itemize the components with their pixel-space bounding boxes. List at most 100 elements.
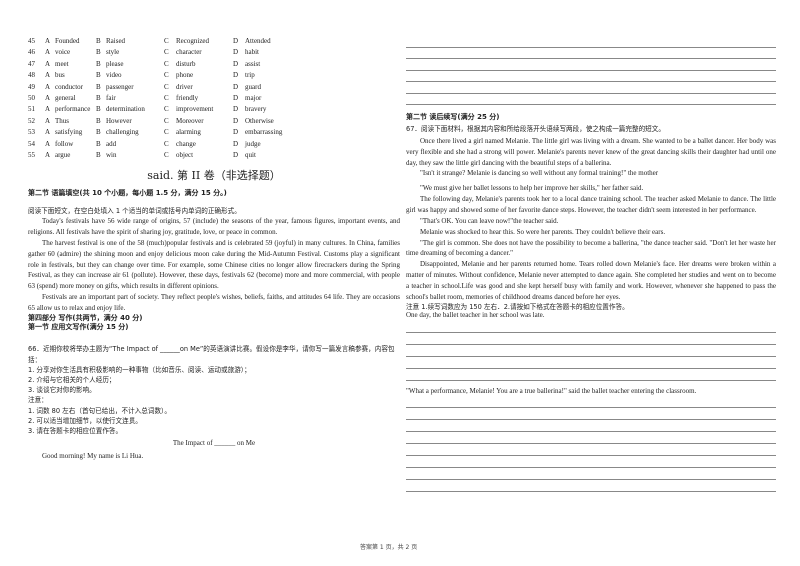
option-letter: B	[96, 59, 101, 68]
answer-line[interactable]	[406, 466, 776, 468]
option-letter: B	[96, 94, 101, 103]
story-paragraph: Disappointed, Melanie and her parents re…	[406, 260, 776, 301]
option-letter: D	[233, 105, 239, 114]
question-number: 55	[28, 150, 35, 159]
option-letter: C	[164, 116, 169, 125]
volume-title: said. 第 II 卷（非选择题）	[147, 169, 281, 183]
task66-point: 3. 谈谈它对你的影响。	[28, 386, 96, 395]
option-letter: B	[96, 139, 101, 148]
option-c: disturb	[176, 59, 196, 68]
question-number: 50	[28, 94, 35, 103]
paragraph1-start: One day, the ballet teacher in her schoo…	[406, 311, 545, 320]
option-letter: C	[164, 48, 169, 57]
option-d: habit	[245, 48, 259, 57]
answer-line[interactable]	[406, 331, 776, 333]
option-b: challenging	[106, 128, 139, 137]
option-letter: B	[96, 116, 101, 125]
option-b: add	[106, 139, 117, 148]
answer-line[interactable]	[406, 81, 776, 82]
option-b: Raised	[106, 37, 126, 46]
cloze-paragraph: Today's festivals have 56 wide range of …	[28, 217, 400, 237]
answer-line[interactable]	[406, 379, 776, 381]
story-paragraph: "Isn't it strange? Melanie is dancing so…	[420, 169, 659, 178]
speech-title: The Impact of ______ on Me	[172, 439, 256, 448]
option-letter: D	[233, 48, 239, 57]
answer-line[interactable]	[406, 69, 776, 71]
option-c: phone	[176, 71, 194, 80]
part4-title: 第四部分 写作(共两节，满分 40 分)	[28, 313, 143, 322]
option-a: Founded	[55, 37, 80, 46]
option-letter: D	[233, 37, 239, 46]
answer-line[interactable]	[406, 355, 776, 357]
option-a: bus	[55, 71, 65, 80]
option-letter: B	[96, 37, 101, 46]
option-letter: A	[45, 71, 51, 80]
option-a: general	[55, 94, 76, 103]
answer-lines-bottom	[406, 406, 776, 492]
answer-line[interactable]	[406, 104, 776, 105]
option-letter: A	[45, 82, 51, 91]
option-c: driver	[176, 82, 193, 91]
note-item: 2. 可以适当增加细节，以使行文连贯。	[28, 416, 142, 425]
note-item: 3. 请在答题卡的相应位置作答。	[28, 427, 123, 436]
option-letter: D	[233, 59, 239, 68]
option-c: improvement	[176, 105, 214, 114]
cloze-paragraph: Festivals are an important part of socie…	[28, 293, 400, 312]
right-column: 第二节 读后续写(满分 25 分) 67．阅读下面材料，根据其内容和所给段落开头…	[406, 36, 776, 492]
story-passage: Once there lived a girl named Melanie. T…	[406, 136, 776, 303]
option-c: Moreover	[176, 116, 204, 125]
option-c: character	[176, 48, 202, 57]
option-letter: A	[45, 150, 51, 159]
answer-line[interactable]	[406, 92, 776, 94]
answer-line[interactable]	[406, 406, 776, 408]
answer-line[interactable]	[406, 367, 776, 369]
answer-line[interactable]	[406, 454, 776, 456]
answer-line[interactable]	[406, 430, 776, 432]
option-letter: C	[164, 59, 169, 68]
option-a: conductor	[55, 82, 83, 91]
writing-section2-title: 第二节 读后续写(满分 25 分)	[406, 113, 500, 121]
question-number: 49	[28, 82, 35, 91]
speech-opening: Good morning! My name is Li Hua.	[42, 451, 144, 460]
answer-line[interactable]	[406, 442, 776, 444]
option-letter: C	[164, 94, 169, 103]
answer-line[interactable]	[406, 58, 776, 59]
answer-line[interactable]	[406, 478, 776, 480]
story-paragraph: Once there lived a girl named Melanie. T…	[406, 136, 776, 167]
option-letter: B	[96, 71, 101, 80]
answer-line[interactable]	[406, 46, 776, 48]
option-letter: A	[45, 116, 51, 125]
attention-note: 注意 1.续写词数应为 150 左右．2.请按如下格式在答题卡的相应位置作答。	[406, 302, 629, 311]
answer-line[interactable]	[406, 490, 776, 492]
option-c: Recognized	[176, 37, 210, 46]
answer-line[interactable]	[406, 343, 776, 345]
option-c: object	[176, 150, 194, 159]
option-letter: B	[96, 128, 101, 137]
section2-instructions: 阅读下面短文，在空白处填入 1 个适当的单词或括号内单词的正确形式。	[28, 206, 241, 215]
task67-prompt: 67．阅读下面材料，根据其内容和所给段落开头语续写两段，使之构成一篇完整的短文。	[406, 125, 665, 134]
option-b: determination	[106, 105, 145, 114]
question-number: 45	[28, 37, 35, 46]
option-c: change	[176, 139, 196, 148]
option-a: performance	[55, 105, 91, 114]
option-letter: A	[45, 48, 51, 57]
option-letter: A	[45, 37, 51, 46]
page-footer: 答案第 1 页，共 2 页	[360, 544, 418, 551]
option-b: style	[106, 48, 120, 57]
option-d: Otherwise	[245, 116, 274, 125]
option-letter: A	[45, 139, 51, 148]
answer-line[interactable]	[406, 418, 776, 420]
option-d: embarrassing	[245, 128, 283, 137]
option-b: please	[106, 59, 124, 68]
option-letter: D	[233, 116, 239, 125]
